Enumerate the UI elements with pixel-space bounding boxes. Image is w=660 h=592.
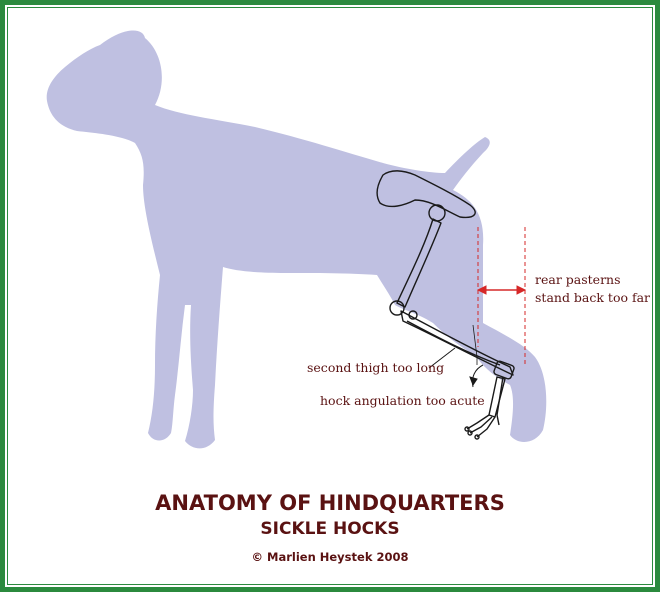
angle-arrow-icon [469, 376, 478, 387]
arrow-head-right [516, 285, 527, 295]
skeleton-leg-icon [376, 170, 515, 440]
copyright-notice: © Marlien Heystek 2008 [251, 550, 409, 564]
label-rear-pasterns-line1: rear pasterns [535, 272, 621, 287]
label-rear-pasterns-line2: stand back too far [535, 290, 651, 305]
diagram-subtitle: SICKLE HOCKS [260, 519, 400, 539]
arrow-head-left [476, 285, 487, 295]
diagram-art [46, 30, 547, 449]
dog-silhouette-icon [46, 30, 547, 449]
diagram-title: ANATOMY OF HINDQUARTERS [155, 491, 505, 515]
leader-line-second-thigh [428, 347, 456, 369]
label-hock-angulation: hock angulation too acute [320, 393, 485, 408]
measurement-arrow-icon [476, 227, 527, 367]
label-second-thigh: second thigh too long [307, 360, 445, 375]
